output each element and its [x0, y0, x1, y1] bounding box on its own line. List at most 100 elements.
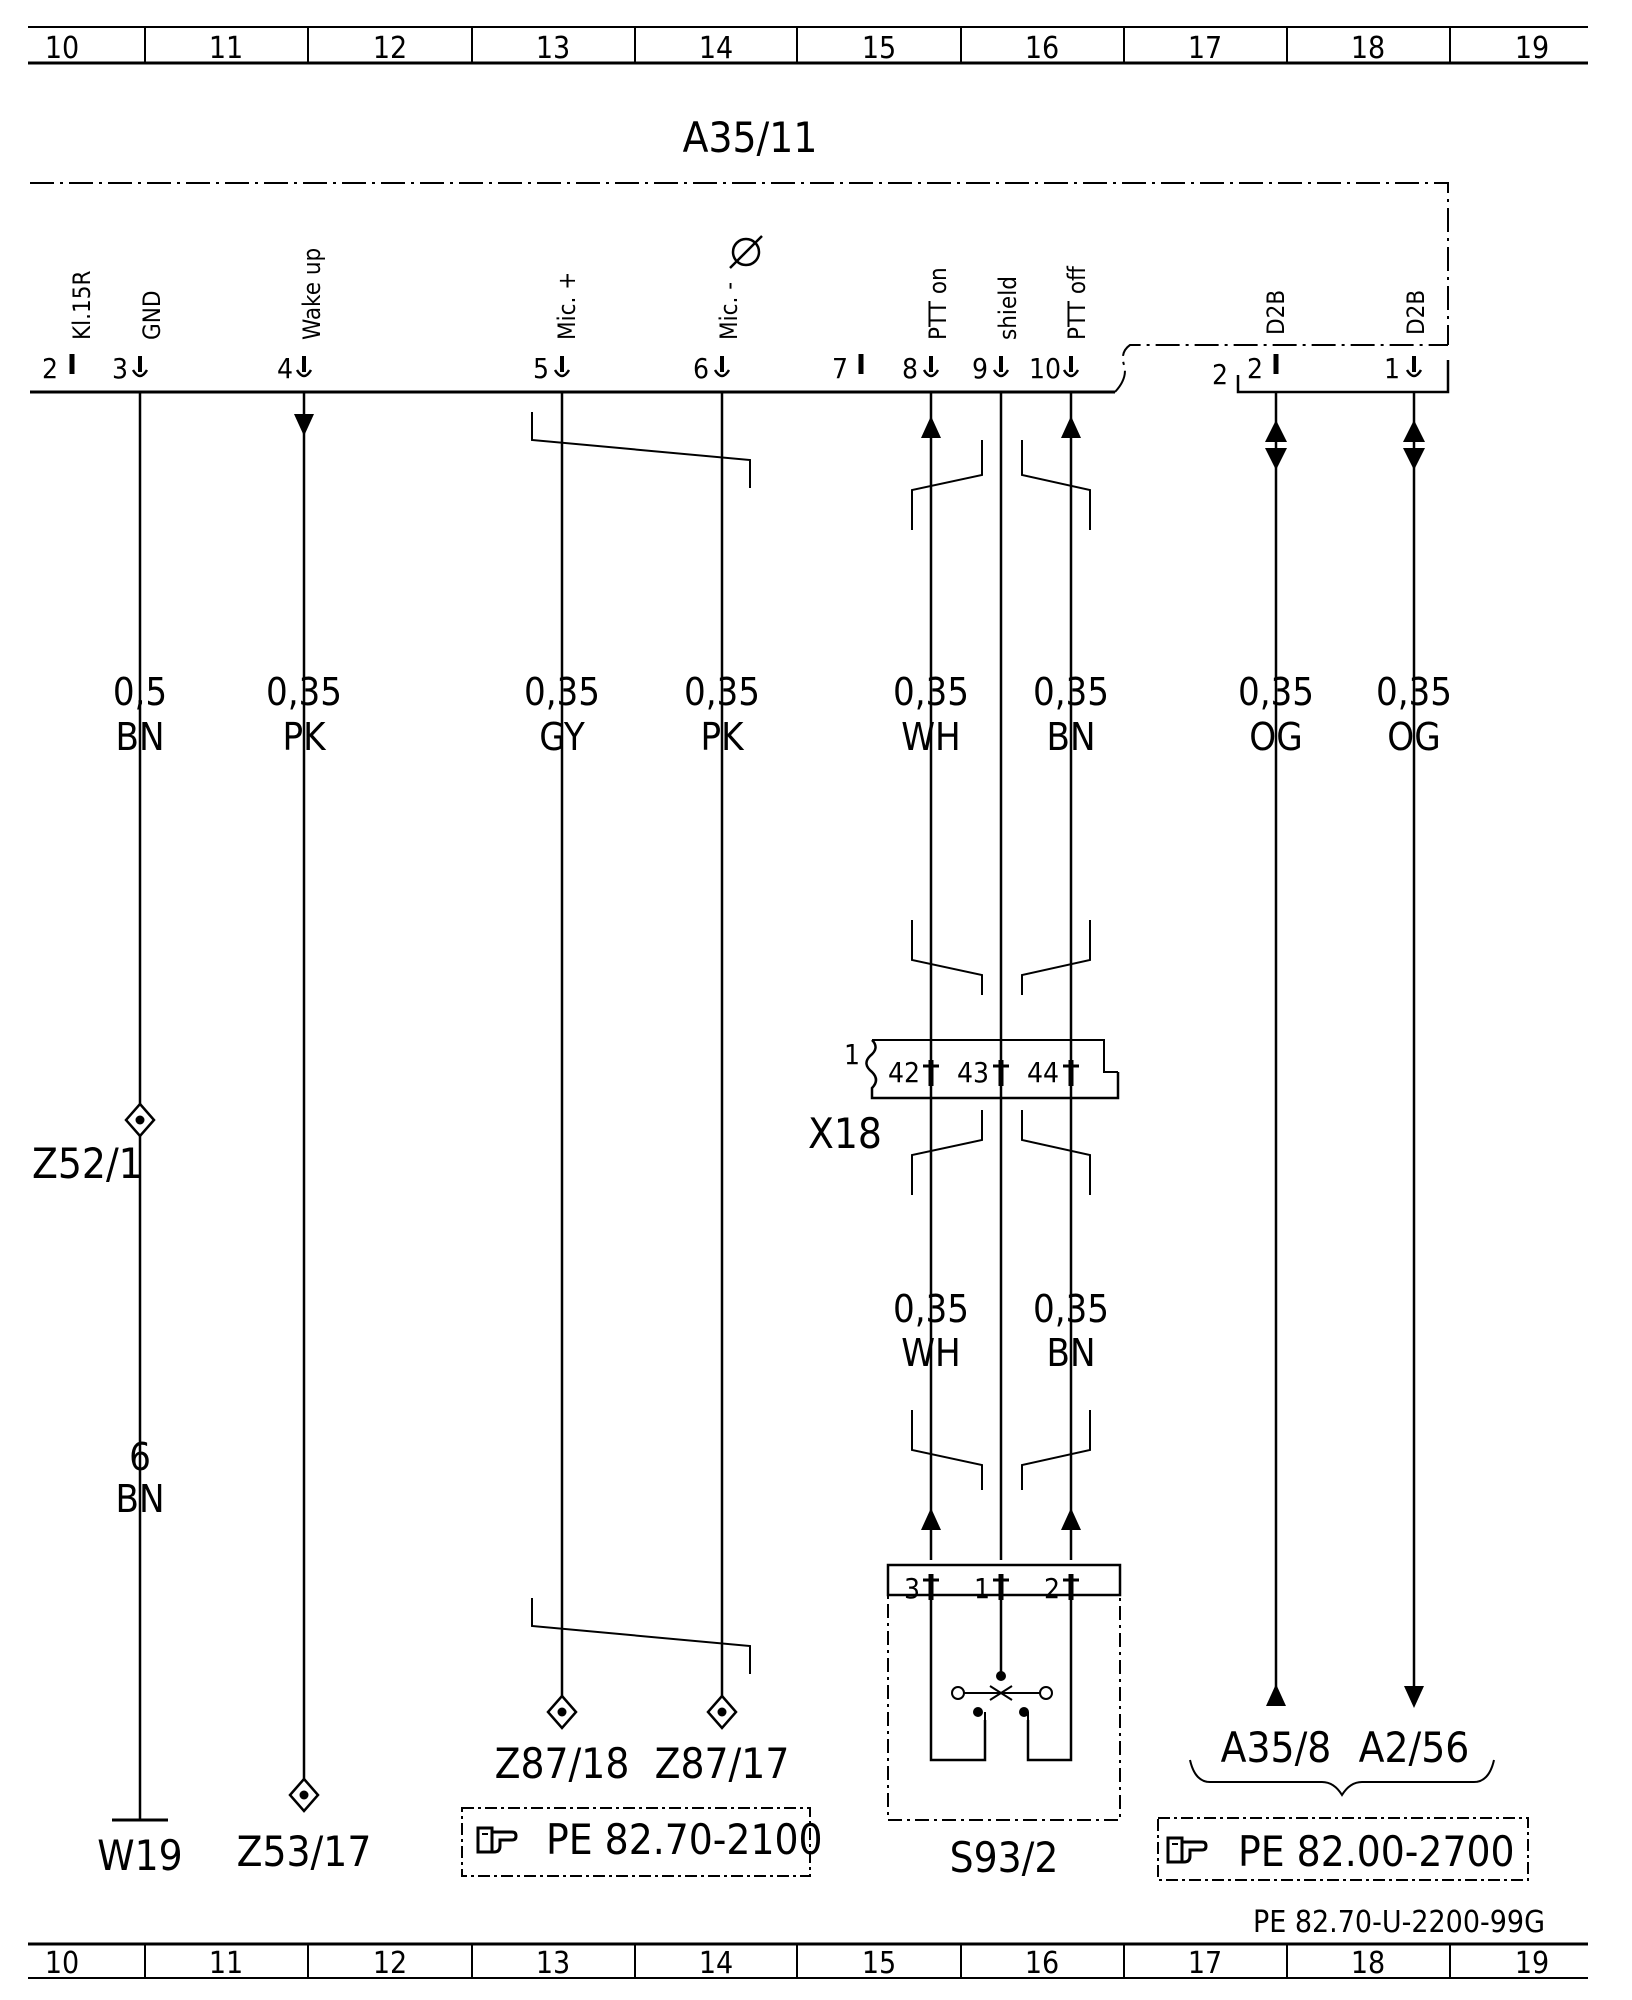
pin-number-7: 7	[832, 352, 848, 385]
svg-text:BN: BN	[1046, 715, 1095, 759]
switch-pin-1: 1	[974, 1572, 990, 1605]
signal-mic-minus: Mic. -	[715, 282, 743, 340]
top-ruler: 10 11 12 13 14 15 16 17 18 19	[28, 26, 1588, 66]
svg-text:OG: OG	[1387, 715, 1440, 759]
d2b-pin-terminal-1	[1405, 354, 1423, 378]
pin-number-4: 4	[277, 352, 293, 385]
pin-terminal-9	[992, 354, 1010, 378]
pin-number-3: 3	[112, 352, 128, 385]
wire-label-ptt-off: 0,35 BN	[1033, 670, 1109, 759]
x18-label-1: 1	[844, 1038, 860, 1071]
ruler-top-12: 12	[373, 31, 407, 66]
svg-text:0,35: 0,35	[266, 670, 342, 714]
d2b-2-end-arrow-icon	[1266, 1684, 1286, 1706]
ref-box-left[interactable]: PE 82.70-2100	[461, 1807, 823, 1877]
pin-number-9: 9	[972, 352, 988, 385]
svg-text:0,35: 0,35	[1376, 670, 1452, 714]
x18-pin-44: 44	[1027, 1056, 1059, 1089]
signal-d2b-1: D2B	[1402, 290, 1430, 335]
splice-z87-17-label: Z87/17	[655, 1739, 790, 1788]
svg-text:0,5: 0,5	[113, 670, 167, 714]
pin-terminal-4	[295, 354, 313, 378]
svg-text:0,35: 0,35	[524, 670, 600, 714]
d2b-connector: 2 D2B D2B 2 1	[1212, 290, 1450, 394]
ruler-top-17: 17	[1188, 31, 1222, 66]
transducer-icon	[729, 235, 763, 269]
ruler-top-18: 18	[1351, 31, 1385, 66]
module-title: A35/11	[683, 113, 818, 162]
ruler-top-15: 15	[862, 31, 896, 66]
x18-id: X18	[808, 1109, 882, 1158]
signal-ptt-on: PTT on	[924, 267, 952, 340]
ruler-bottom-15: 15	[862, 1946, 896, 1981]
wake-up-arrow-icon	[294, 414, 314, 436]
splice-z53-icon	[288, 1777, 320, 1813]
pin-number-8: 8	[902, 352, 918, 385]
switch-pin-2: 2	[1044, 1572, 1060, 1605]
pin-number-2: 2	[42, 352, 58, 385]
splice-z53-label: Z53/17	[237, 1827, 372, 1876]
splice-z52-label: Z52/1	[32, 1139, 143, 1188]
pin-terminal-6	[713, 354, 731, 378]
ref-left-label: PE 82.70-2100	[546, 1815, 823, 1864]
switch-label: S93/2	[950, 1833, 1059, 1882]
ground-w19: W19	[97, 1818, 183, 1880]
ruler-bottom-10: 10	[45, 1946, 79, 1981]
pin-number-5: 5	[533, 352, 549, 385]
x18-pin-42: 42	[888, 1056, 920, 1089]
ref-box-right[interactable]: PE 82.00-2700	[1157, 1817, 1529, 1881]
pin-terminal-3	[131, 354, 149, 378]
x18-terminal-42	[923, 1060, 939, 1086]
wire-label-mic-plus: 0,35 GY	[524, 670, 600, 759]
document-number: PE 82.70-U-2200-99G	[1253, 1905, 1545, 1940]
switch-pin3-arrow-icon	[921, 1508, 941, 1530]
ruler-bottom-18: 18	[1351, 1946, 1385, 1981]
ruler-bottom-11: 11	[209, 1946, 243, 1981]
ground-label: W19	[97, 1831, 182, 1880]
d2b-pin-number-2: 2	[1247, 352, 1263, 385]
svg-text:WH: WH	[901, 715, 961, 759]
splice-z87-18-label: Z87/18	[495, 1739, 630, 1788]
wire-label-mic-minus: 0,35 PK	[684, 670, 760, 759]
signal-kl15r: Kl.15R	[68, 271, 96, 340]
ruler-bottom-12: 12	[373, 1946, 407, 1981]
wire-label-wake-up: 0,35 PK	[266, 670, 342, 759]
wire-labels: 0,5 BN 0,35 PK 0,35 GY 0,35 PK 0,35 WH 0…	[113, 670, 1452, 1521]
svg-text:PK: PK	[282, 715, 327, 759]
targets: A35/8 A2/56	[1189, 1723, 1495, 1797]
svg-text:GY: GY	[539, 715, 585, 759]
pin-terminal-5	[553, 354, 571, 378]
signal-shield: shield	[994, 276, 1022, 340]
wire-label-ground: 6 BN	[115, 1435, 164, 1521]
switch-s93-2: 3 1 2 S93/2	[886, 1563, 1122, 1882]
wires	[138, 392, 1425, 1820]
wire-label-x18-wh: 0,35 WH	[893, 1287, 969, 1375]
svg-text:OG: OG	[1249, 715, 1302, 759]
splice-z87-18-icon	[546, 1694, 578, 1730]
ptt-on-arrow-icon	[921, 416, 941, 438]
splice-z87-17-icon	[706, 1694, 738, 1730]
x18-terminal-43	[993, 1060, 1009, 1086]
ruler-bottom-17: 17	[1188, 1946, 1222, 1981]
wire-label-d2b-1: 0,35 OG	[1376, 670, 1452, 759]
wire-label-gnd: 0,5 BN	[113, 670, 167, 759]
wire-label-ptt-on: 0,35 WH	[893, 670, 969, 759]
ref-right-label: PE 82.00-2700	[1238, 1827, 1515, 1876]
ruler-top-13: 13	[536, 31, 570, 66]
ptt-off-arrow-icon	[1061, 416, 1081, 438]
svg-text:BN: BN	[115, 1477, 164, 1521]
switch-pin-3: 3	[904, 1572, 920, 1605]
pointing-hand-icon	[1166, 1836, 1208, 1864]
d2b-connector-label: 2	[1212, 358, 1228, 391]
pin-terminal-8	[922, 354, 940, 378]
signal-mic-plus: Mic. +	[553, 272, 581, 340]
splice-z52-icon	[124, 1102, 156, 1138]
svg-text:PK: PK	[700, 715, 745, 759]
ruler-top-16: 16	[1025, 31, 1059, 66]
signal-ptt-off: PTT off	[1063, 265, 1091, 340]
ruler-top-11: 11	[209, 31, 243, 66]
svg-text:BN: BN	[115, 715, 164, 759]
ruler-top-19: 19	[1515, 31, 1549, 66]
ruler-bottom-14: 14	[699, 1946, 733, 1981]
signal-wake-up: Wake up	[298, 248, 326, 340]
